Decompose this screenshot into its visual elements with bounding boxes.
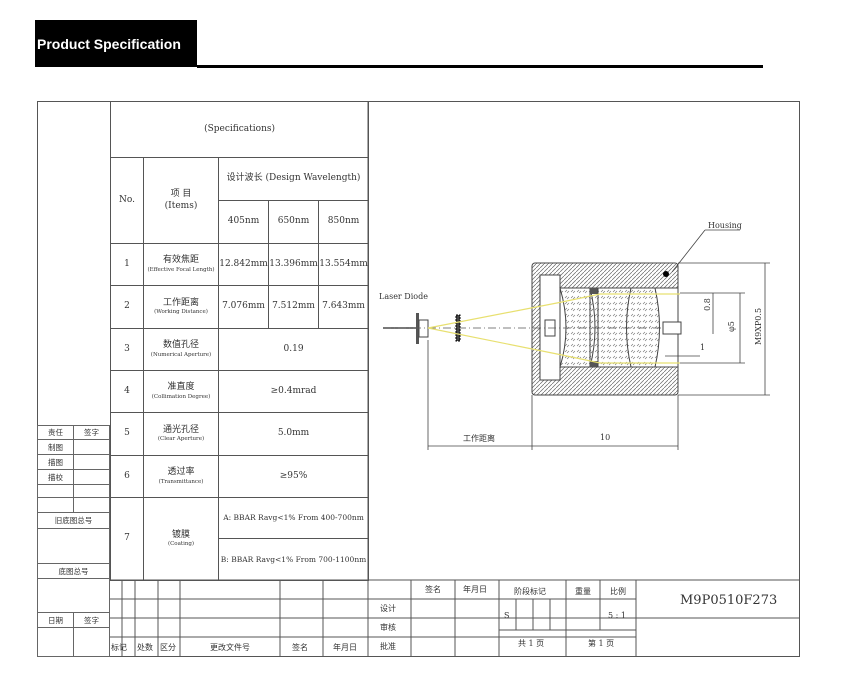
tb-weight: 重量 <box>575 587 591 596</box>
dim-thread: M9XP0.5 <box>754 307 764 346</box>
spec-title: (Specifications) <box>109 101 370 158</box>
product-specification-header: Product Specification <box>35 20 197 67</box>
header-rule <box>197 65 763 68</box>
tb-sign-h: 签名 <box>425 585 441 594</box>
dim-working-distance: 工作距离 <box>463 434 495 443</box>
coating-b: B: BBAR Ravg<1% From 700-1100nm <box>217 538 370 581</box>
dim-0-8: 0.8 <box>702 298 712 311</box>
tb-approve: 批准 <box>380 642 396 651</box>
housing-label: Housing <box>708 221 742 230</box>
tb-scale-h: 比例 <box>610 587 626 596</box>
tb-design: 设计 <box>380 604 396 613</box>
laser-diode-label: Laser Diode <box>379 292 428 301</box>
dim-10: 10 <box>600 433 611 442</box>
tb-total-pages: 共 1 页 <box>518 639 545 648</box>
specifications-table: (Specifications) No. 项 目(Items) 设计波长 (De… <box>109 101 370 581</box>
tb-zone: 区分 <box>160 643 176 652</box>
tb-count: 处数 <box>137 643 153 652</box>
tb-date-h: 年月日 <box>463 585 487 594</box>
tb-stage-s: S <box>504 611 510 620</box>
drawing-frame <box>37 101 800 657</box>
tb-date: 年月日 <box>333 643 357 652</box>
no-header: No. <box>110 157 144 244</box>
tb-review: 审核 <box>380 623 396 632</box>
tb-stage: 阶段标记 <box>514 587 546 596</box>
dim-phi5: φ5 <box>726 321 736 332</box>
tb-page: 第 1 页 <box>588 639 615 648</box>
dim-1: 1 <box>700 343 706 352</box>
side-cell <box>73 627 110 657</box>
tb-mark: 标记 <box>111 643 127 652</box>
tb-change-doc: 更改文件号 <box>210 643 250 652</box>
wavelength-850: 850nm <box>317 200 370 244</box>
tb-scale: 5 : 1 <box>608 611 626 620</box>
drawing-number: M9P0510F273 <box>680 593 778 608</box>
tb-sign: 签名 <box>292 643 308 652</box>
collimator-diagram <box>383 229 770 450</box>
